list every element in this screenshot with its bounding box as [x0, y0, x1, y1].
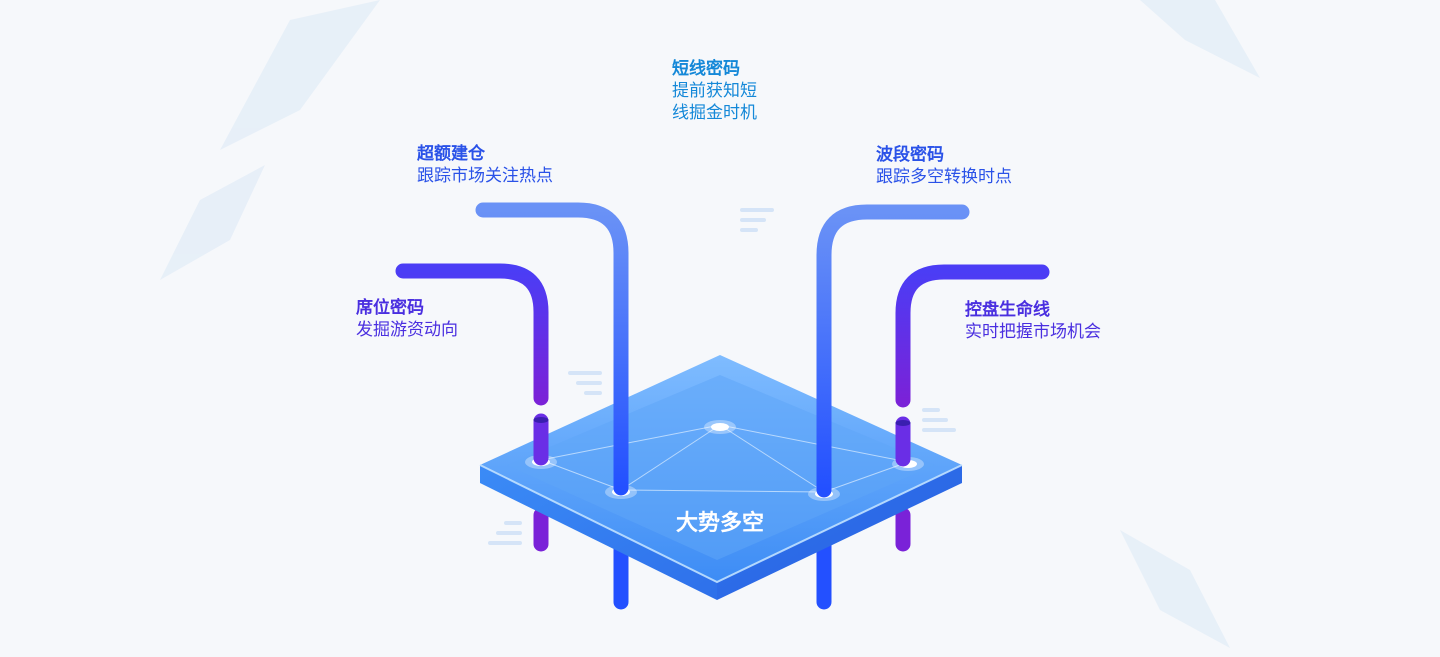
label-duanxian: 短线密码 提前获知短 线掘金时机	[672, 58, 757, 124]
label-kongpan: 控盘生命线 实时把握市场机会	[965, 299, 1101, 343]
label-duanxian-desc-1: 提前获知短	[672, 81, 757, 101]
label-boduan-desc: 跟踪多空转换时点	[876, 167, 1012, 187]
label-duanxian-desc-2: 线掘金时机	[672, 103, 757, 123]
background-decoration	[160, 0, 1260, 648]
label-boduan: 波段密码 跟踪多空转换时点	[876, 144, 1012, 188]
label-duanxian-title: 短线密码	[672, 59, 740, 79]
label-xiwei-desc: 发掘游资动向	[356, 320, 458, 340]
label-xiwei-title: 席位密码	[356, 298, 424, 318]
pipe-boduan	[816, 204, 970, 498]
platform-left-side	[480, 465, 717, 600]
label-chaoe-desc: 跟踪市场关注热点	[417, 166, 553, 186]
pipes	[395, 140, 1050, 498]
pipe-stems-below	[533, 507, 911, 610]
pipe-chaoe	[475, 202, 629, 496]
label-chaoe-title: 超额建仓	[417, 144, 485, 164]
label-kongpan-desc: 实时把握市场机会	[965, 322, 1101, 342]
label-chaoe: 超额建仓 跟踪市场关注热点	[417, 143, 553, 187]
label-boduan-title: 波段密码	[876, 145, 944, 165]
pipe-xiwei	[395, 263, 549, 406]
platform-edge-highlight	[479, 464, 963, 584]
platform-right-side	[717, 465, 962, 600]
platform-title: 大势多空	[676, 510, 764, 536]
label-kongpan-title: 控盘生命线	[965, 300, 1050, 320]
pipe-kongpan	[895, 264, 1050, 408]
speed-lines	[488, 208, 956, 545]
label-xiwei: 席位密码 发掘游资动向	[356, 297, 458, 341]
